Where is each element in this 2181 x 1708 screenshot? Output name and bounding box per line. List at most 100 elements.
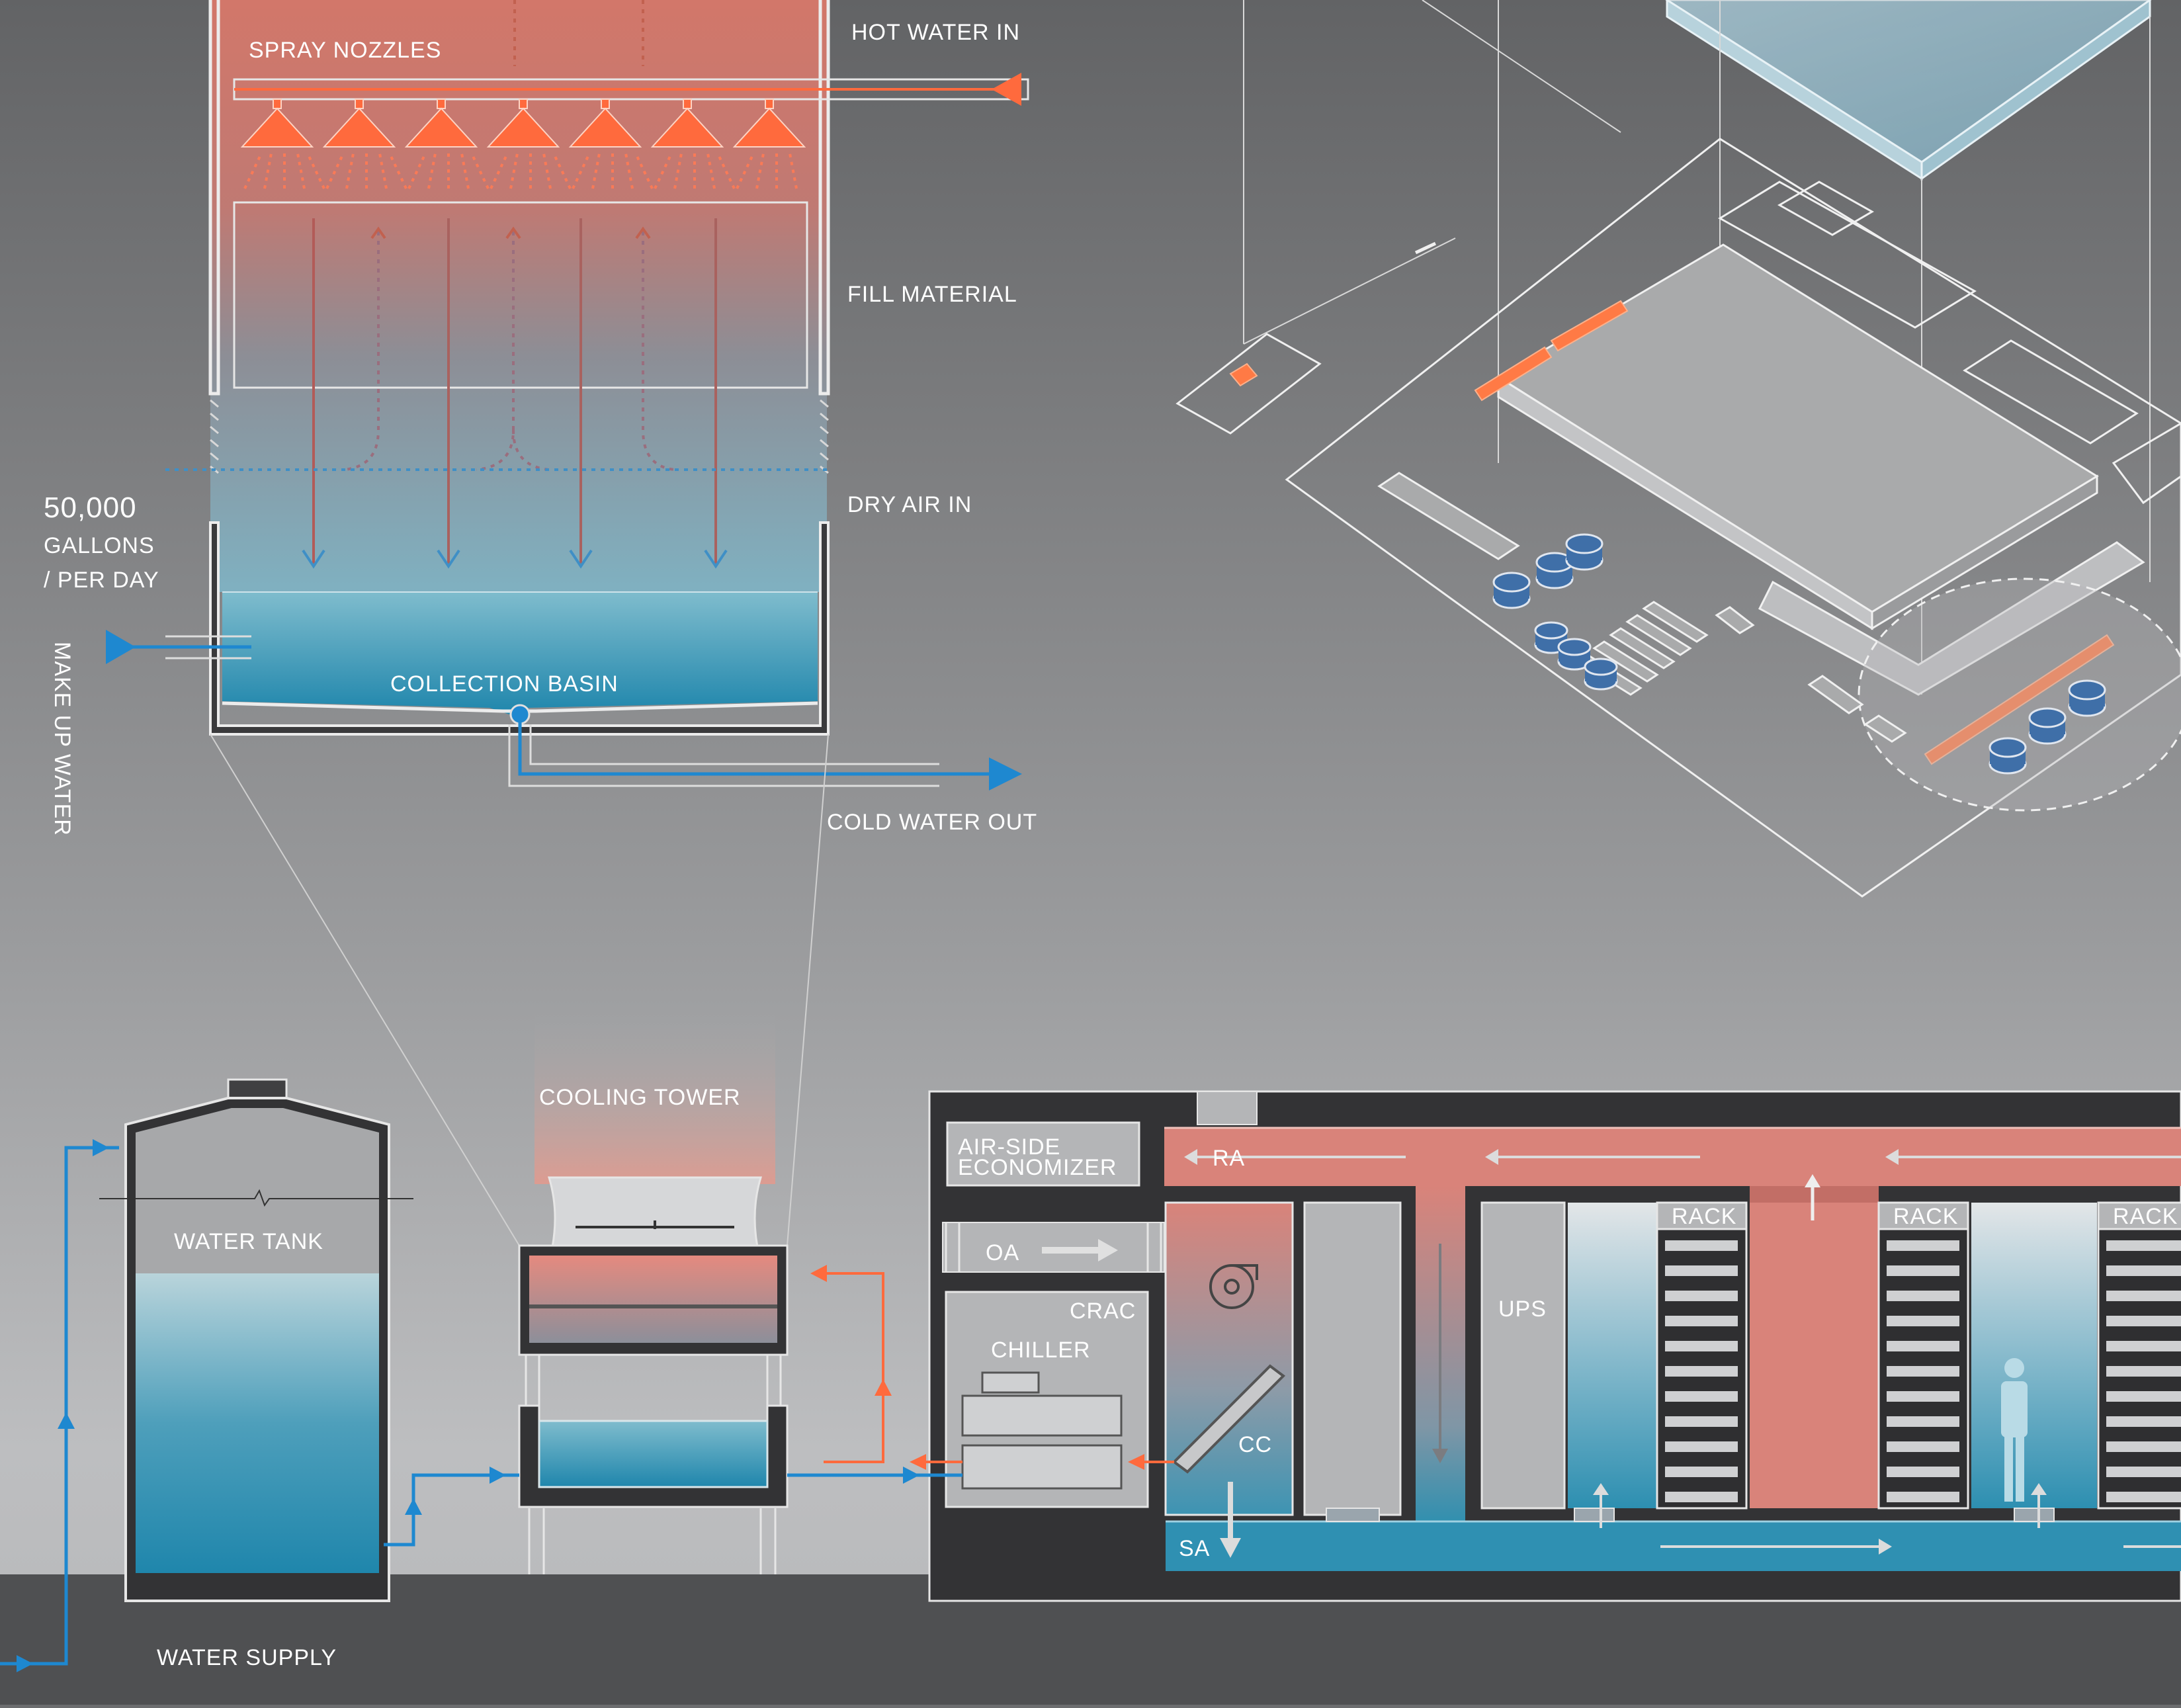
tower-wall-left-upper <box>208 0 220 396</box>
rising-air-arrowheads <box>370 226 651 239</box>
spray-nozzle <box>732 99 806 148</box>
orange-equipment-strips <box>1229 300 2115 765</box>
tower-hot-zone <box>529 1256 777 1343</box>
cold-water-out-arrow <box>989 757 1022 790</box>
label-ups: UPS <box>1498 1297 1547 1322</box>
air-exhaust-dotted <box>513 0 644 66</box>
water-tank <box>0 1078 509 1672</box>
label-dry-air-in: DRY AIR IN <box>847 492 972 517</box>
rack-2 <box>1877 1201 1969 1510</box>
cooling-tower-section <box>106 0 1029 1246</box>
tower-stack <box>547 1176 763 1248</box>
rack-1 <box>1656 1201 1748 1510</box>
label-ra: RA <box>1213 1146 1245 1171</box>
rising-air-arrows <box>165 232 827 471</box>
label-gallons-unit: GALLONS <box>44 533 155 558</box>
spray-nozzle <box>322 99 396 148</box>
hot-aisle <box>1750 1191 1879 1508</box>
pipe-arrow <box>405 1498 422 1515</box>
main-hall-wing <box>1758 541 2145 696</box>
label-spray-nozzles: SPRAY NOZZLES <box>249 38 441 63</box>
tower-plume <box>535 1012 775 1184</box>
cold-water-outlet <box>508 704 1022 790</box>
label-sa: SA <box>1179 1536 1210 1561</box>
falling-water-arrows <box>302 218 728 569</box>
chiller-hot-arrows <box>910 1454 1174 1470</box>
roof-vent <box>1197 1091 1258 1125</box>
pipe-arrow-hot <box>810 1265 827 1282</box>
pipe-arrow <box>58 1412 75 1429</box>
cooling-tower-unit <box>490 1012 923 1574</box>
ups-cabinet <box>1480 1201 1566 1510</box>
spray-nozzle <box>486 99 560 148</box>
pipe-arrow <box>903 1467 919 1484</box>
label-hot-water-in: HOT WATER IN <box>851 20 1020 45</box>
tower-wall-right-upper <box>818 0 830 396</box>
spray-nozzles <box>240 99 806 148</box>
tower-fan <box>576 1220 734 1229</box>
spray-nozzle <box>240 99 314 148</box>
tower-shell-lower <box>209 521 830 736</box>
hot-water-in-arrow <box>992 73 1021 106</box>
chiller-equipment <box>961 1371 1123 1490</box>
pipe-arrow-hot <box>875 1379 892 1396</box>
site-base <box>1285 138 2181 898</box>
cold-aisle-2 <box>1971 1203 2097 1508</box>
outside-air-opening <box>942 1222 1165 1273</box>
annex-building <box>1718 181 1977 329</box>
oa-louvers <box>945 1222 1162 1272</box>
small-box <box>1715 606 1755 634</box>
fill-material-block <box>233 201 808 389</box>
label-air-side-economizer-line1: AIR-SIDE <box>958 1134 1060 1160</box>
airflow-arrows <box>1042 1149 2181 1558</box>
main-hall-side-right <box>1871 474 2098 630</box>
filter-column <box>1303 1201 1402 1516</box>
air-side-economizer <box>946 1121 1140 1187</box>
tank-level-break <box>99 1189 413 1207</box>
isometric-site-plan <box>1176 0 2181 898</box>
label-cold-water-out: COLD WATER OUT <box>827 810 1037 835</box>
floor-grates <box>1326 1508 2055 1522</box>
spray-nozzle <box>650 99 724 148</box>
datacenter-section <box>910 1090 2181 1602</box>
label-cc: CC <box>1238 1432 1272 1457</box>
annex-east <box>1963 339 2139 445</box>
tower-labels: SPRAY NOZZLES HOT WATER IN FILL MATERIAL… <box>44 20 1037 836</box>
rack-3 <box>2097 1201 2181 1510</box>
generator-block <box>1377 472 1520 560</box>
marker-tick <box>1414 241 1437 255</box>
zoom-line-right <box>787 734 829 1246</box>
annex-small <box>1777 181 1875 236</box>
label-water-tank: WATER TANK <box>174 1229 323 1254</box>
up-arrow <box>1805 1174 1820 1187</box>
label-gallons-value: 50,000 <box>44 491 137 524</box>
label-rack-3: RACK <box>2113 1204 2178 1229</box>
annex-far-east <box>2112 422 2181 505</box>
pipe-arrow <box>93 1139 109 1156</box>
label-fill-material: FILL MATERIAL <box>847 282 1017 307</box>
label-chiller: CHILLER <box>991 1338 1091 1363</box>
blue-tanks <box>1492 533 2106 775</box>
hot-water-return-pipe <box>824 1272 884 1463</box>
pipe-arrow <box>17 1655 33 1672</box>
make-up-water-inlet <box>106 630 251 664</box>
label-oa: OA <box>986 1240 1019 1265</box>
label-rack-1: RACK <box>1672 1204 1736 1229</box>
label-cooling-tower: COOLING TOWER <box>539 1085 741 1110</box>
label-rack-2: RACK <box>1893 1204 1958 1229</box>
tower-legs <box>525 1355 782 1574</box>
highlight-zone <box>1858 577 2181 812</box>
person-silhouette <box>2001 1358 2028 1502</box>
small-box <box>1863 714 1907 743</box>
label-collection-basin: COLLECTION BASIN <box>390 671 619 697</box>
cooling-coil <box>1172 1364 1286 1474</box>
small-box <box>1807 675 1864 714</box>
gate-structure <box>1176 333 1322 435</box>
tower-basin-water <box>539 1421 767 1487</box>
collection-basin-water <box>222 592 818 714</box>
equipment-labels: COOLING TOWER WATER TANK WATER SUPPLY AI… <box>157 1085 2178 1670</box>
spray-nozzle <box>404 99 478 148</box>
spray-nozzle <box>568 99 642 148</box>
